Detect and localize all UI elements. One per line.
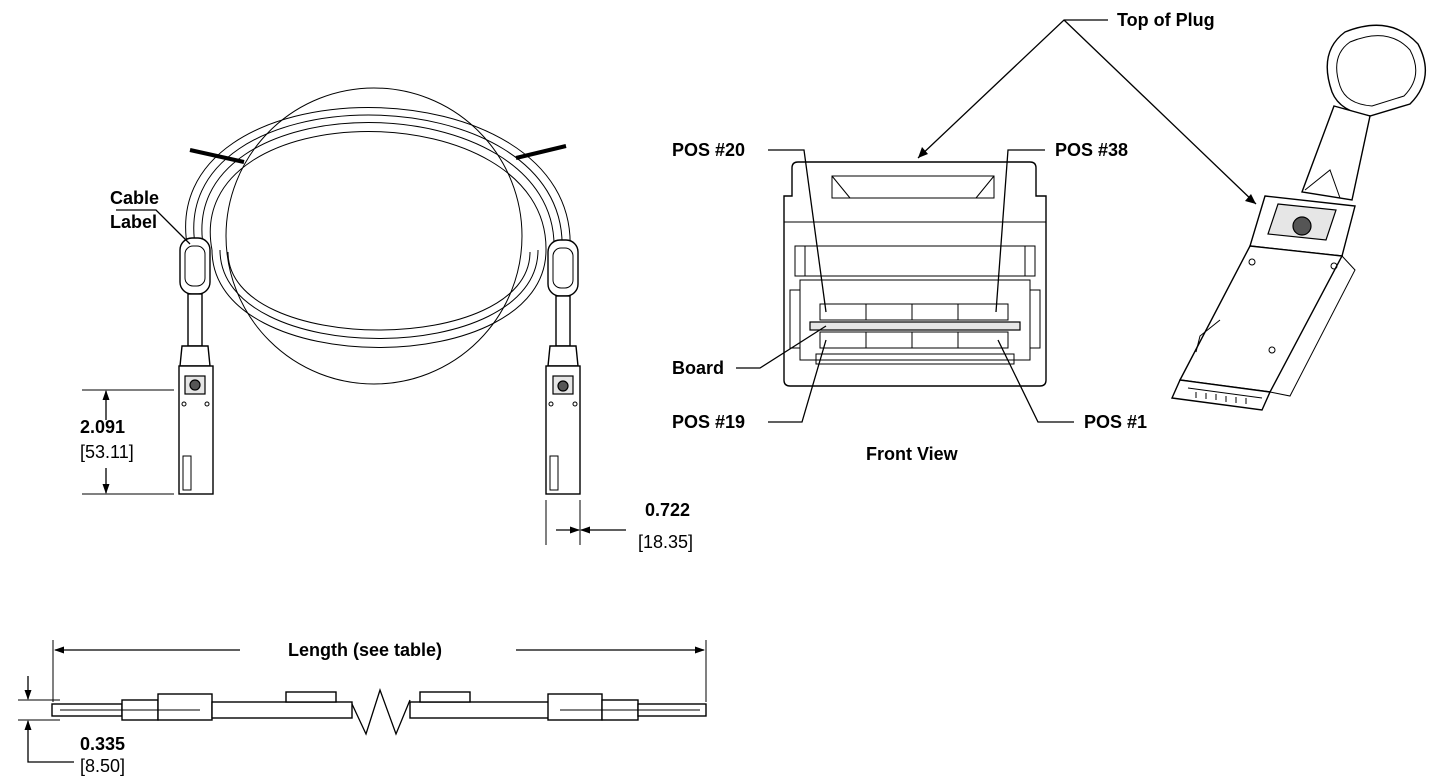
dim-thickness-mm: [8.50] xyxy=(80,756,125,776)
cable-label-leader xyxy=(116,209,191,245)
side-length-view: Length (see table) 0.335 [8.50] xyxy=(18,640,707,776)
dim-plug-width-mm: [18.35] xyxy=(638,532,693,552)
pos19-label: POS #19 xyxy=(672,412,745,432)
board-label: Board xyxy=(672,358,724,378)
cable-label-text-1: Cable xyxy=(110,188,159,208)
front-view-caption: Front View xyxy=(866,444,959,464)
front-view: Top of Plug POS #20 POS #38 Board POS #1… xyxy=(672,10,1257,464)
dim-plug-length-in: 2.091 xyxy=(80,417,125,437)
cable-label-text-2: Label xyxy=(110,212,157,232)
pos38-label: POS #38 xyxy=(1055,140,1128,160)
dim-plug-length-mm: [53.11] xyxy=(80,442,134,462)
length-label: Length (see table) xyxy=(288,640,442,660)
top-of-plug-label: Top of Plug xyxy=(1117,10,1215,30)
cable-loop-view: Cable Label 2.091 [53.11] 0.722 [18.35] xyxy=(80,87,693,552)
pos20-label: POS #20 xyxy=(672,140,745,160)
dim-plug-width-in: 0.722 xyxy=(645,500,690,520)
top-of-plug-leader xyxy=(917,19,1108,159)
dim-plug-width: 0.722 [18.35] xyxy=(545,500,693,552)
left-plug xyxy=(178,237,214,495)
dim-plug-length: 2.091 [53.11] xyxy=(80,389,174,495)
pos1-label: POS #1 xyxy=(1084,412,1147,432)
isometric-plug-view xyxy=(1170,24,1427,411)
dim-thickness-in: 0.335 xyxy=(80,734,125,754)
right-plug xyxy=(545,239,581,495)
